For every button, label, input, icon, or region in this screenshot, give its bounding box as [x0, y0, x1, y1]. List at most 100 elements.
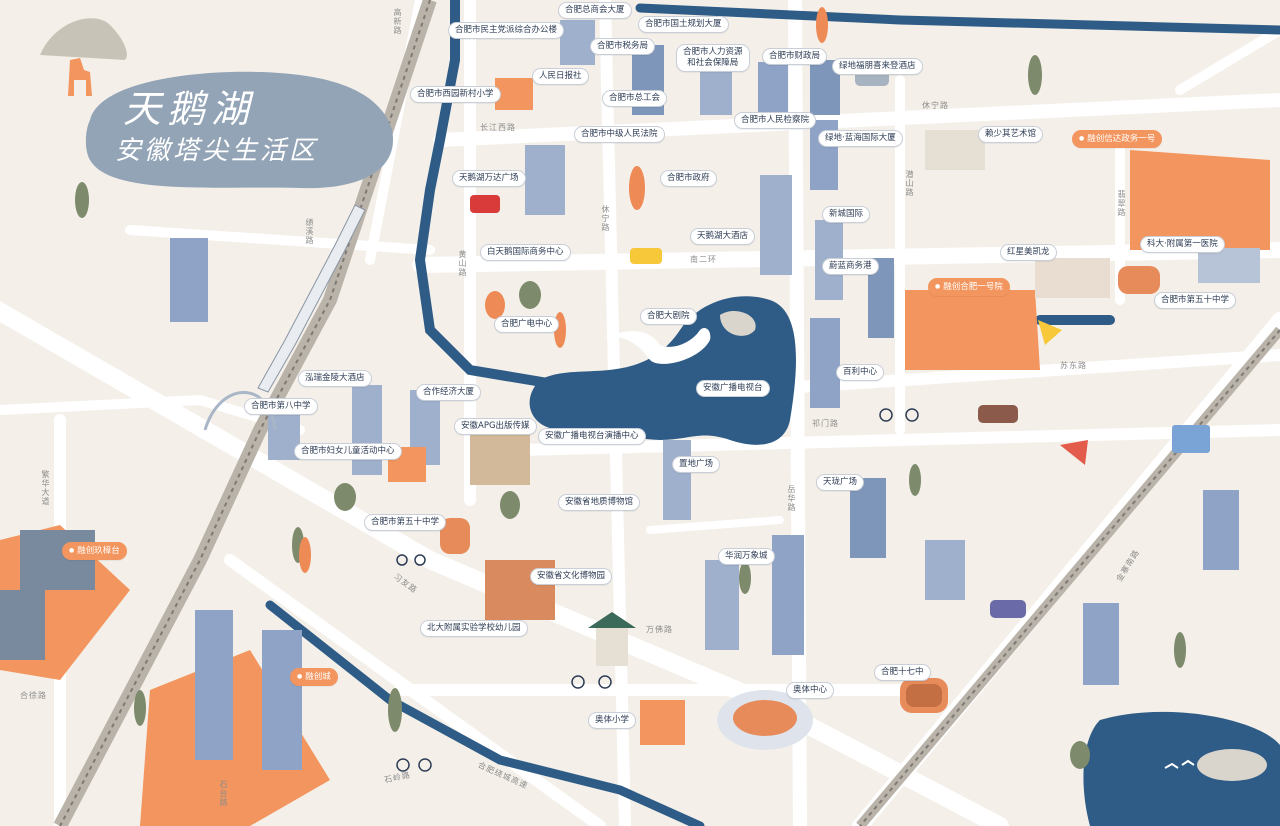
kite-icon-2	[1038, 320, 1062, 345]
label-weilan-business[interactable]: 蔚蓝商务港	[822, 258, 879, 275]
label-wanda-plaza[interactable]: 天鹅湖万达广场	[452, 170, 526, 187]
label-olympic-primary[interactable]: 奥体小学	[588, 712, 637, 729]
label-hefei-8-school[interactable]: 合肥市第八中学	[244, 398, 318, 415]
camel-icon	[68, 58, 92, 96]
label-hefei-17-school[interactable]: 合肥十七中	[874, 664, 931, 681]
title-badge	[85, 71, 394, 189]
road-label-jixi: 绩溪路	[305, 218, 314, 245]
label-laishaoqi-art[interactable]: 赖少其艺术馆	[978, 126, 1044, 143]
label-rongchuang-hefei1[interactable]: 融创合肥一号院	[928, 278, 1010, 296]
lake-island	[720, 310, 756, 336]
hill-icon	[40, 18, 127, 60]
label-rongchuang-yidi[interactable]: 融创玖樟台	[62, 542, 127, 560]
label-broadcast-center[interactable]: 合肥广电中心	[494, 316, 560, 333]
label-tax-bureau[interactable]: 合肥市税务局	[590, 38, 656, 55]
road-nanerhuan	[412, 242, 1280, 273]
road-label-wanfo: 万佛路	[646, 625, 673, 634]
label-anhui-daily[interactable]: 人民日报社	[532, 68, 589, 85]
road-label-zhangyuan: 潜山路	[905, 170, 914, 197]
swan-lake	[529, 296, 796, 445]
taxi-icon	[630, 248, 662, 264]
label-geology-museum[interactable]: 安徽省地质博物馆	[558, 494, 641, 511]
sports-fields	[440, 266, 1160, 713]
label-trade-union[interactable]: 合肥市总工会	[602, 90, 668, 107]
swan-icon	[600, 328, 711, 364]
river-top	[635, 3, 1280, 35]
label-xincheng-intl[interactable]: 新城国际	[822, 206, 871, 223]
road-label-xiuning-v: 休宁路	[601, 205, 610, 232]
bus-icon	[1172, 425, 1210, 453]
label-lvdi-blue-sea[interactable]: 绿地·蓝海国际大厦	[818, 130, 903, 147]
label-hefei-theater[interactable]: 合肥大剧院	[640, 308, 697, 325]
road-label-jiaoyang: 高新路	[393, 8, 402, 35]
label-hr-social[interactable]: 合肥市人力资源 和社会保障局	[676, 44, 750, 72]
label-crland-mixc[interactable]: 华润万象城	[718, 548, 775, 565]
label-hefei-55-school[interactable]: 合肥市第五十中学	[1154, 292, 1237, 309]
label-baili-center[interactable]: 百利中心	[836, 364, 885, 381]
label-hongrui-hotel[interactable]: 泓瑞金陵大酒店	[298, 370, 372, 387]
label-hongxing-meikailong[interactable]: 红星美凯龙	[1000, 244, 1057, 261]
road-label-nanerhuan: 南二环	[690, 255, 717, 264]
label-hezuo-jingji[interactable]: 合作经济大厦	[416, 384, 482, 401]
label-tiane-hotel[interactable]: 天鹅湖大酒店	[690, 228, 756, 245]
road-label-yuehua: 岳华路	[787, 485, 796, 512]
road-label-changjiang: 长江西路	[480, 123, 516, 132]
car-icon	[470, 195, 500, 213]
car-purple-icon	[990, 600, 1026, 618]
road-label-fanhua: 繁华大道	[41, 470, 50, 506]
road-small	[646, 516, 784, 534]
bird-icon	[1164, 759, 1195, 769]
railway	[53, 0, 1280, 826]
river-main	[414, 0, 565, 390]
road-label-gongye: 翡翠路	[1117, 190, 1126, 217]
pavilion-icon	[588, 612, 636, 628]
label-tianlong-plaza[interactable]: 天珑广场	[816, 474, 865, 491]
map-title: 天鹅湖 安徽塔尖生活区	[75, 70, 400, 190]
road-upper-left	[125, 225, 435, 255]
label-fudi-plaza[interactable]: 置地广场	[672, 456, 721, 473]
kite-icon	[1060, 440, 1088, 465]
label-culture-museum[interactable]: 安徽省文化博物园	[530, 568, 613, 585]
label-anhui-tv-studio[interactable]: 安徽广播电视台演播中心	[538, 428, 646, 445]
label-anhui-apg[interactable]: 安徽APG出版传媒	[454, 418, 537, 435]
label-women-children[interactable]: 合肥市妇女儿童活动中心	[294, 443, 402, 460]
road-highway	[224, 554, 606, 826]
label-rongchuang-city[interactable]: 融创城	[290, 668, 338, 686]
label-hefei-chamber[interactable]: 合肥总商会大厦	[558, 2, 632, 19]
label-keda-hospital[interactable]: 科大·附属第一医院	[1140, 236, 1225, 253]
road-label-qimen: 祁门路	[812, 419, 839, 428]
car-brown-icon	[978, 405, 1018, 423]
label-hefei-50-school[interactable]: 合肥市第五十中学	[364, 514, 447, 531]
label-olympic-center[interactable]: 奥体中心	[786, 682, 835, 699]
label-xiyuan-school[interactable]: 合肥市西园新村小学	[410, 86, 501, 103]
river	[265, 0, 1280, 826]
label-land-planning[interactable]: 合肥市国土规划大厦	[638, 16, 729, 33]
label-beida-kindergarten[interactable]: 北大附属实验学校幼儿园	[420, 620, 528, 637]
label-intermediate-court[interactable]: 合肥市中级人民法院	[574, 126, 665, 143]
road-label-jiangnan: 合徐路	[20, 691, 47, 700]
lake-right	[1083, 711, 1280, 826]
label-minzhu-party[interactable]: 合肥市民主党派综合办公楼	[448, 22, 565, 39]
title-line-1: 天鹅湖	[123, 87, 256, 131]
label-city-government[interactable]: 合肥市政府	[660, 170, 717, 187]
road-gongye	[1175, 25, 1280, 95]
title-line-2: 安徽塔尖生活区	[115, 136, 319, 166]
lake-right-island	[1197, 749, 1267, 781]
bicycle-icon	[396, 408, 919, 772]
buildings	[0, 20, 1260, 770]
tree-icon	[75, 55, 1186, 769]
label-procuratorate[interactable]: 合肥市人民检察院	[734, 112, 817, 129]
road-label-xiuning: 休宁路	[922, 101, 949, 110]
road-label-huangshan: 黄山路	[458, 250, 467, 277]
label-finance-bureau[interactable]: 合肥市财政局	[762, 48, 828, 65]
train-icon	[257, 204, 366, 393]
label-anhui-tv-tower[interactable]: 安徽广播电视台	[696, 380, 770, 397]
road-label-sudong: 苏东路	[1060, 361, 1087, 370]
label-rongchuang-xinda[interactable]: 融创信达政务一号	[1072, 130, 1163, 148]
road-qimen	[514, 424, 1280, 456]
label-lvdi-laiyi[interactable]: 绿地福朋喜来登酒店	[832, 58, 923, 75]
river-bottom	[265, 600, 705, 826]
label-baitian-business[interactable]: 白天鹅国际商务中心	[480, 244, 571, 261]
